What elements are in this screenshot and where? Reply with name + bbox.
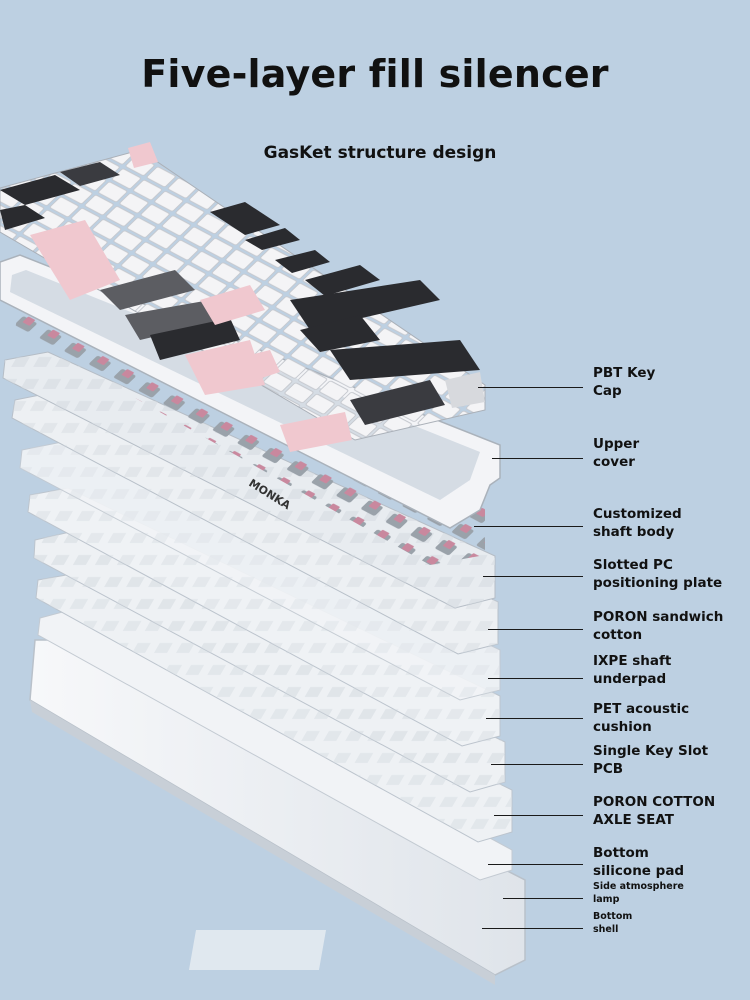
label-bottom-silicone-pad: Bottom silicone pad xyxy=(593,845,685,879)
label-customized-shaft-body: Customized shaft body xyxy=(593,506,682,540)
leader-line-axle-seat xyxy=(494,815,583,817)
label-poron-sandwich-cotton: PORON sandwich cotton xyxy=(593,609,724,643)
label-side-atmosphere-lamp: Side atmosphere lamp xyxy=(593,881,684,905)
label-single-key-slot-pcb: Single Key Slot PCB xyxy=(593,743,709,777)
leader-line-poron-sandwich xyxy=(488,629,583,631)
leader-line-ixpe xyxy=(488,678,583,680)
leader-line-bottom-shell xyxy=(482,928,583,930)
leader-line-pet xyxy=(486,718,583,720)
leader-line-keycap xyxy=(478,387,583,389)
leader-line-upper-cover xyxy=(492,458,583,460)
slotted-pc-positioning-plate xyxy=(2,351,496,609)
leader-line-shaft-body xyxy=(474,526,583,528)
leader-line-pc-plate xyxy=(483,576,583,578)
leader-line-lamp xyxy=(503,898,583,900)
label-ixpe-shaft-underpad: IXPE shaft underpad xyxy=(593,653,672,687)
label-poron-cotton-axle-seat: PORON COTTON AXLE SEAT xyxy=(593,794,716,828)
label-upper-cover: Upper cover xyxy=(593,436,640,470)
leader-line-pcb xyxy=(491,764,583,766)
bottom-shell xyxy=(29,639,526,985)
leader-line-silicone-pad xyxy=(488,864,583,866)
label-slotted-pc-plate: Slotted PC positioning plate xyxy=(593,557,723,591)
label-bottom-shell: Bottom shell xyxy=(593,911,633,935)
label-pet-acoustic-cushion: PET acoustic cushion xyxy=(593,701,690,735)
pbt-keycaps xyxy=(0,142,486,452)
label-pbt-key-cap: PBT Key Cap xyxy=(593,365,656,399)
page-subtitle: GasKet structure design xyxy=(263,143,497,163)
page-title: Five-layer fill silencer xyxy=(141,52,609,96)
